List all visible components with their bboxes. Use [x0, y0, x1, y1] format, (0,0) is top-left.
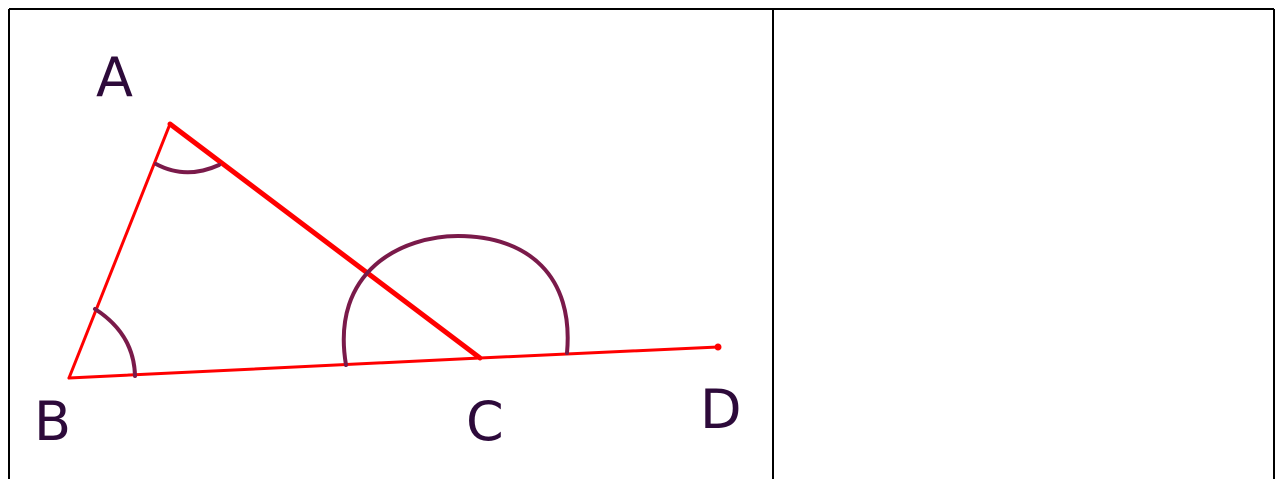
- exterior-angle-c-arc: [341, 233, 570, 367]
- point-labels: A B C D: [34, 46, 742, 453]
- point-b-label: B: [34, 390, 71, 453]
- table-frame: A B C D: [8, 8, 1275, 488]
- triangle-lines: [67, 121, 722, 380]
- point-d-dot: [714, 343, 722, 351]
- angle-arcs: [93, 162, 570, 378]
- point-c-label: C: [466, 390, 504, 453]
- table-borders: [8, 8, 1275, 479]
- point-a-label: A: [96, 46, 133, 109]
- point-d-label: D: [700, 378, 742, 441]
- side-ac: [167, 121, 483, 361]
- side-bc: [67, 356, 482, 380]
- extension-cd: [478, 345, 720, 360]
- angle-b-arc: [93, 307, 137, 378]
- triangle-diagram: A B C D: [8, 8, 1275, 479]
- side-ab: [67, 122, 172, 380]
- angle-a-arc: [154, 162, 221, 175]
